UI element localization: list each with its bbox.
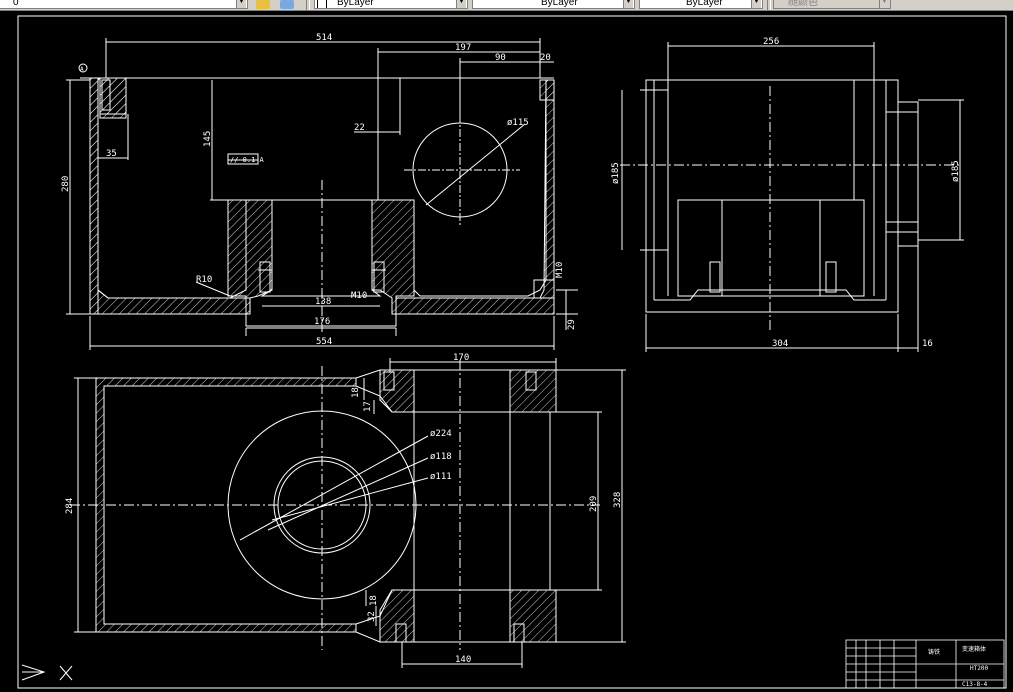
dim-M10-right: M10 bbox=[555, 262, 565, 278]
drawing-canvas[interactable]: 514 197 90 20 22 ø115 145 35 280 R10 M10… bbox=[0, 10, 1013, 692]
dim-M10-bolt: M10 bbox=[351, 291, 367, 301]
front-view-dimensions: 514 197 90 20 22 ø115 145 35 280 R10 M10… bbox=[61, 33, 577, 347]
dim-514: 514 bbox=[316, 33, 332, 43]
dim-209: 209 bbox=[589, 496, 599, 512]
lineweight-dropdown[interactable]: ByLayer ▼ bbox=[639, 0, 763, 9]
chevron-down-icon[interactable]: ▼ bbox=[236, 0, 246, 8]
layer-value: 0 bbox=[13, 0, 19, 8]
top-view bbox=[70, 358, 626, 668]
properties-toolbar: 0 ▼ ByLayer ▼ ByLayer ▼ ByLayer ▼ 随颜色 ▼ bbox=[0, 0, 1013, 11]
layer-previous-icon[interactable] bbox=[280, 0, 294, 9]
top-view-dimensions: 170 18 17 ø224 ø118 ø111 284 209 328 18 … bbox=[65, 353, 623, 665]
dim-118: ø118 bbox=[430, 452, 452, 462]
dim-280: 280 bbox=[61, 176, 71, 192]
side-view-dimensions: 256 ø185 ø185 304 16 bbox=[611, 37, 961, 349]
dim-115: ø115 bbox=[507, 118, 529, 128]
dim-224: ø224 bbox=[430, 429, 452, 439]
plotstyle-dropdown[interactable]: 随颜色 ▼ bbox=[773, 0, 891, 9]
dim-197: 197 bbox=[455, 43, 471, 53]
ucs-icon bbox=[21, 664, 73, 681]
side-view bbox=[620, 42, 964, 352]
chevron-down-icon[interactable]: ▼ bbox=[751, 0, 761, 8]
dim-185-left: ø185 bbox=[611, 162, 621, 184]
dim-328: 328 bbox=[613, 492, 623, 508]
linetype-value: ByLayer bbox=[541, 0, 578, 8]
title-block-text: 铸铁 变速箱体 HT200 C13-8-4 bbox=[928, 645, 988, 688]
datum-label: A bbox=[80, 66, 84, 73]
dim-17: 17 bbox=[363, 401, 373, 412]
linetype-dropdown[interactable]: ByLayer ▼ bbox=[472, 0, 635, 9]
dim-16: 16 bbox=[922, 339, 933, 349]
chevron-down-icon[interactable]: ▼ bbox=[879, 0, 889, 8]
dim-170: 170 bbox=[453, 353, 469, 363]
color-swatch-icon bbox=[317, 0, 327, 8]
dim-90: 90 bbox=[495, 53, 506, 63]
dim-304: 304 bbox=[772, 339, 788, 349]
dim-111: ø111 bbox=[430, 472, 452, 482]
make-layer-current-icon[interactable] bbox=[256, 0, 270, 9]
toolbar-separator bbox=[767, 0, 771, 10]
chevron-down-icon[interactable]: ▼ bbox=[623, 0, 633, 8]
title-material: HT200 bbox=[970, 665, 988, 672]
lineweight-value: ByLayer bbox=[686, 0, 723, 8]
title-part-name: 变速箱体 bbox=[962, 645, 986, 653]
dim-185-right: ø185 bbox=[951, 160, 961, 182]
dim-140: 140 bbox=[455, 655, 471, 665]
dim-256: 256 bbox=[763, 37, 779, 47]
plotstyle-value: 随颜色 bbox=[788, 0, 818, 8]
dim-18-bottom: 18 bbox=[369, 595, 379, 606]
dim-145: 145 bbox=[203, 131, 213, 147]
layer-dropdown[interactable]: 0 ▼ bbox=[0, 0, 248, 9]
dim-32: 32 bbox=[367, 611, 377, 622]
dim-18-top: 18 bbox=[351, 387, 361, 398]
dim-284: 284 bbox=[65, 498, 75, 514]
dim-R10: R10 bbox=[196, 275, 212, 285]
toolbar-separator bbox=[306, 0, 310, 10]
tolerance-frame: // 0.1 A bbox=[230, 156, 265, 164]
dim-138: 138 bbox=[315, 297, 331, 307]
front-view bbox=[66, 38, 578, 350]
dim-176: 176 bbox=[314, 317, 330, 327]
title-block bbox=[845, 639, 1005, 689]
color-dropdown[interactable]: ByLayer ▼ bbox=[314, 0, 468, 9]
title-company: 铸铁 bbox=[928, 648, 940, 656]
dim-554: 554 bbox=[316, 337, 332, 347]
dim-29: 29 bbox=[567, 319, 577, 330]
title-drawing-number: C13-8-4 bbox=[962, 681, 988, 688]
drawing-frame bbox=[17, 15, 1007, 689]
color-value: ByLayer bbox=[337, 0, 374, 8]
dim-35: 35 bbox=[106, 149, 117, 159]
dim-20: 20 bbox=[540, 53, 551, 63]
dim-22: 22 bbox=[354, 123, 365, 133]
chevron-down-icon[interactable]: ▼ bbox=[456, 0, 466, 8]
